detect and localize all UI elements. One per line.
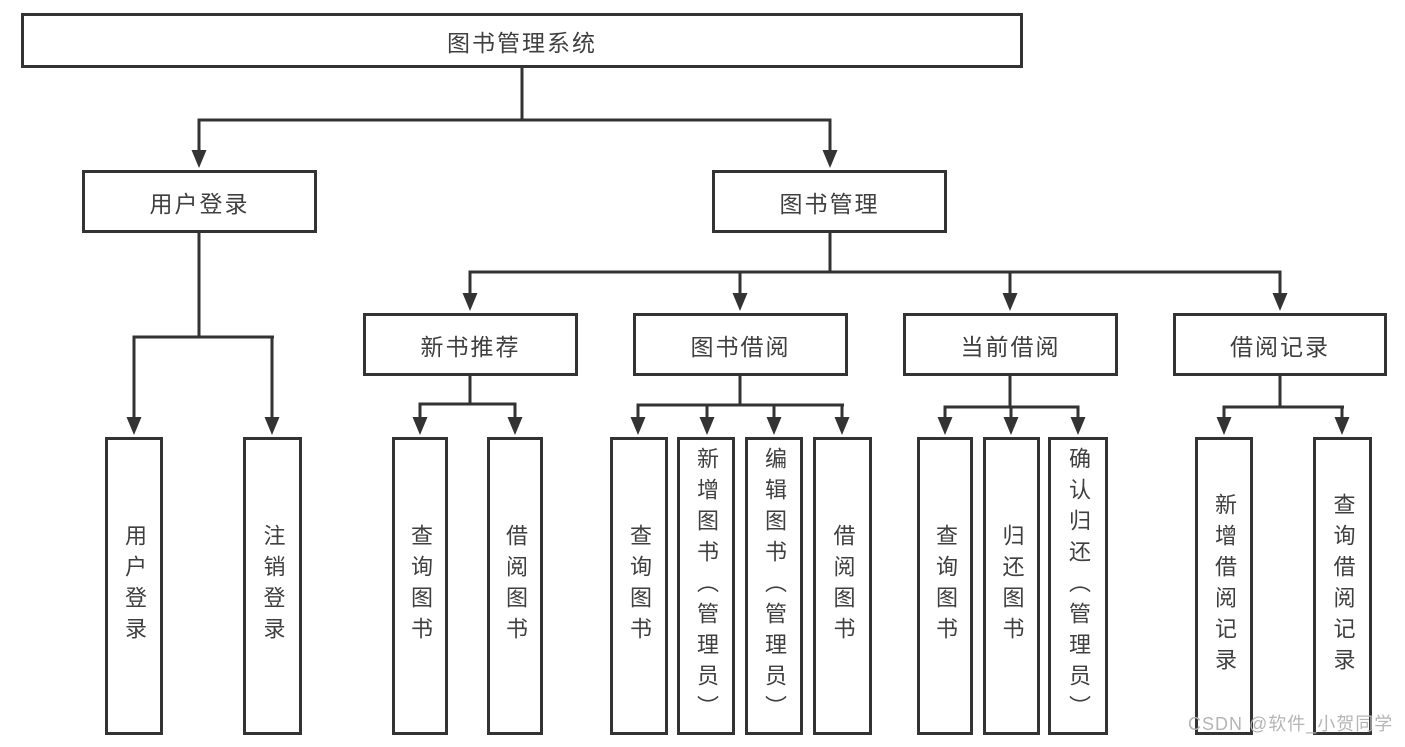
leaf-borrow-books-borrowing-label: 借阅图书: [830, 524, 856, 648]
arrow-head-icon: [1334, 417, 1350, 435]
node-borrowing-records-label: 借阅记录: [1230, 333, 1330, 360]
leaf-logout-label: 注销登录: [260, 524, 286, 648]
node-root-label: 图书管理系统: [447, 29, 597, 56]
leaf-user-login: 用户登录: [105, 437, 163, 735]
node-current-borrowing: 当前借阅: [903, 313, 1118, 376]
arrow-head-icon: [462, 293, 478, 311]
node-book-borrowing: 图书借阅: [633, 313, 848, 376]
leaf-query-books-borrowing: 查询图书: [610, 437, 668, 735]
node-new-book-recommend-label: 新书推荐: [420, 333, 521, 360]
leaf-query-books-recommend-label: 查询图书: [408, 524, 433, 648]
leaf-query-books-current: 查询图书: [917, 437, 973, 735]
arrow-head-icon: [507, 417, 523, 435]
arrow-head-icon: [937, 417, 953, 435]
leaf-borrow-books-recommend: 借阅图书: [487, 437, 543, 735]
node-user-login-label: 用户登录: [149, 190, 250, 217]
arrow-head-icon: [412, 417, 428, 435]
node-book-management-label: 图书管理: [779, 190, 880, 217]
leaf-query-books-current-label: 查询图书: [933, 524, 958, 648]
arrow-head-icon: [1070, 417, 1086, 435]
arrow-head-icon: [834, 417, 850, 435]
arrow-head-icon: [630, 417, 646, 435]
leaf-return-book-label: 归还图书: [999, 524, 1025, 648]
arrow-head-icon: [1003, 417, 1019, 435]
leaf-user-login-label: 用户登录: [122, 524, 147, 648]
arrow-head-icon: [766, 417, 782, 435]
leaf-add-book-admin-label: 新增图书（管理员）: [694, 446, 719, 726]
node-book-borrowing-label: 图书借阅: [690, 333, 791, 360]
node-borrowing-records: 借阅记录: [1173, 313, 1387, 376]
leaf-add-borrow-record: 新增借阅记录: [1195, 437, 1253, 735]
node-current-borrowing-label: 当前借阅: [960, 333, 1061, 360]
arrow-head-icon: [1272, 293, 1288, 311]
node-book-management: 图书管理: [712, 170, 947, 233]
arrow-head-icon: [699, 417, 715, 435]
csdn-watermark: CSDN @软件_小贺同学: [1188, 714, 1394, 734]
arrow-head-icon: [1216, 417, 1232, 435]
leaf-query-books-borrowing-label: 查询图书: [627, 524, 652, 648]
leaf-confirm-return-admin: 确认归还（管理员）: [1048, 437, 1108, 735]
arrow-head-icon: [191, 150, 207, 168]
leaf-edit-book-admin: 编辑图书（管理员）: [745, 437, 803, 735]
node-root: 图书管理系统: [21, 13, 1023, 68]
leaf-add-borrow-record-label: 新增借阅记录: [1212, 493, 1237, 679]
leaf-confirm-return-admin-label: 确认归还（管理员）: [1066, 446, 1091, 726]
leaf-edit-book-admin-label: 编辑图书（管理员）: [762, 446, 787, 726]
leaf-query-books-recommend: 查询图书: [392, 437, 448, 735]
leaf-borrow-books-borrowing: 借阅图书: [813, 437, 872, 735]
leaf-query-borrow-record-label: 查询借阅记录: [1330, 493, 1356, 679]
leaf-add-book-admin: 新增图书（管理员）: [677, 437, 735, 735]
leaf-borrow-books-recommend-label: 借阅图书: [503, 524, 528, 648]
leaf-return-book: 归还图书: [983, 437, 1040, 735]
arrow-head-icon: [732, 293, 748, 311]
leaf-logout: 注销登录: [243, 437, 302, 735]
node-new-book-recommend: 新书推荐: [363, 313, 578, 376]
arrow-head-icon: [264, 417, 280, 435]
arrow-head-icon: [126, 417, 142, 435]
leaf-query-borrow-record: 查询借阅记录: [1313, 437, 1372, 735]
arrow-head-icon: [1002, 293, 1018, 311]
arrow-head-icon: [822, 150, 838, 168]
node-user-login: 用户登录: [82, 170, 317, 233]
